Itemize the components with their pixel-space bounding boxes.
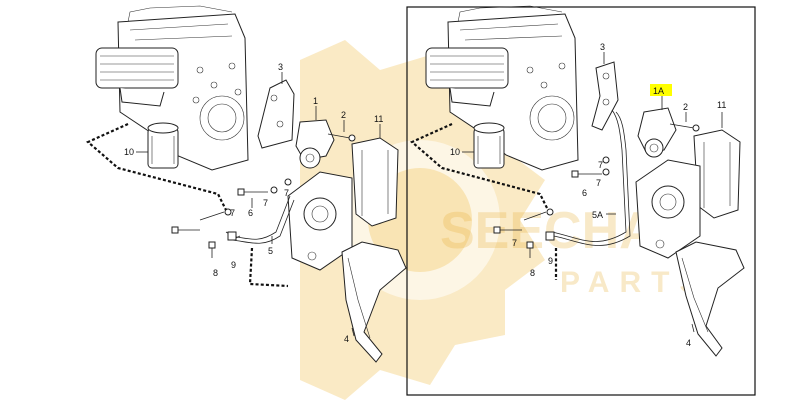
right-label-5A: 5A [592,210,603,220]
right-label-1A: 1A [653,86,664,96]
left-hose: 5 [229,195,295,256]
right-housing: 11 [693,100,741,219]
right-label-7b: 7 [598,160,603,170]
right-assembly: 10 3 1A 2 11 [409,5,745,357]
right-label-6a: 6 [582,188,587,198]
left-label-7c: 7 [230,208,235,218]
left-fasteners: 6 7 7 7 8 9 [171,178,292,278]
left-label-2: 2 [341,110,346,120]
left-label-4: 4 [344,334,349,344]
right-bolt-2: 2 [669,102,700,132]
right-label-8: 8 [530,268,535,278]
left-bracket: 3 [257,62,295,149]
left-oil-filter: 10 [124,122,179,169]
left-label-1: 1 [313,96,318,106]
left-housing: 11 [351,114,399,227]
watermark-line2: PARTS [560,266,709,299]
right-fasteners: 6 7 7 7 8 9 [493,156,610,278]
left-label-3: 3 [278,62,283,72]
right-dashed-leaders [409,122,558,280]
left-pump-body [287,171,353,271]
right-label-7c: 7 [512,238,517,248]
left-bolt-2: 2 [327,110,356,142]
right-pump-body [635,159,701,259]
right-label-3: 3 [600,42,605,52]
left-label-8: 8 [213,268,218,278]
right-belt: 4 [675,241,745,357]
left-label-9: 9 [231,260,236,270]
right-label-2: 2 [683,102,688,112]
left-label-5: 5 [268,246,273,256]
left-dashed-leaders [85,122,289,288]
left-label-10: 10 [124,147,134,157]
right-label-11: 11 [717,100,726,110]
right-oil-filter: 10 [450,122,505,169]
right-bracket: 3 [591,42,619,131]
right-label-4: 4 [686,338,691,348]
left-label-7a: 7 [263,198,268,208]
right-label-10: 10 [450,147,460,157]
left-tensioner: 1 [295,96,335,169]
left-belt: 4 [341,241,407,363]
right-panel-frame [406,6,756,396]
right-label-1A-highlight [650,84,672,96]
left-label-7b: 7 [284,188,289,198]
left-assembly: 10 3 1 2 11 [85,5,407,363]
left-label-11: 11 [374,114,383,124]
right-label-9: 9 [548,256,553,266]
right-tensioner-1A: 1A [637,84,677,158]
left-label-6a: 6 [248,208,253,218]
right-label-7a: 7 [596,178,601,188]
right-hose-5A: 5A [551,109,631,246]
